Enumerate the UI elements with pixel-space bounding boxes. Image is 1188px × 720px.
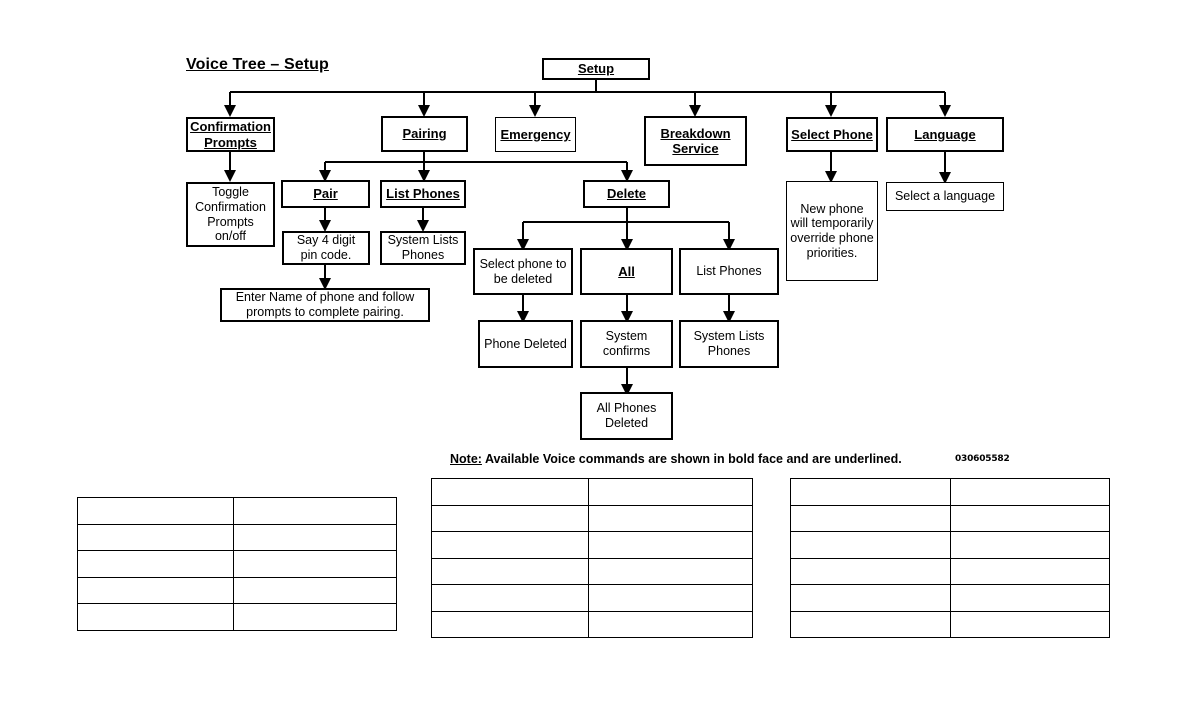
node-select-phone[interactable]: Select Phone: [786, 117, 878, 152]
blank-table-left: [76, 497, 397, 631]
table-body: [430, 478, 753, 638]
node-emergency[interactable]: Emergency: [495, 117, 576, 152]
node-list-phones-delete: List Phones: [679, 248, 779, 295]
table-cell: [790, 478, 951, 506]
table-cell: [76, 523, 235, 551]
table-cell: [430, 584, 590, 612]
node-all-phones-deleted: All Phones Deleted: [580, 392, 673, 440]
node-confirmation-prompts[interactable]: Confirmation Prompts: [186, 117, 275, 152]
table-cell: [76, 550, 235, 578]
table-cell: [949, 584, 1110, 612]
node-delete[interactable]: Delete: [583, 180, 670, 208]
node-select-a-language: Select a language: [886, 182, 1004, 211]
table-cell: [790, 610, 951, 638]
table-cell: [233, 523, 397, 551]
table-cell: [233, 576, 397, 604]
table-row: [790, 610, 1110, 638]
table-cell: [588, 610, 753, 638]
node-phone-deleted: Phone Deleted: [478, 320, 573, 368]
table-row: [430, 504, 753, 532]
node-all[interactable]: All: [580, 248, 673, 295]
table-row: [76, 550, 397, 578]
table-cell: [588, 584, 753, 612]
table-cell: [588, 504, 753, 532]
table-cell: [588, 557, 753, 585]
table-row: [76, 576, 397, 604]
table-row: [790, 531, 1110, 559]
node-toggle-confirmation-prompts: Toggle Confirmation Prompts on/off: [186, 182, 275, 247]
table-row: [430, 531, 753, 559]
table-row: [430, 610, 753, 638]
table-row: [790, 584, 1110, 612]
node-list-phones-pairing[interactable]: List Phones: [380, 180, 466, 208]
legend-note-lead: Note:: [450, 452, 482, 466]
table-cell: [233, 497, 397, 525]
table-cell: [430, 531, 590, 559]
table-cell: [949, 610, 1110, 638]
table-cell: [430, 610, 590, 638]
table-cell: [76, 497, 235, 525]
table-cell: [76, 576, 235, 604]
node-system-lists-phones-delete: System Lists Phones: [679, 320, 779, 368]
table-body: [76, 497, 397, 631]
table-cell: [430, 504, 590, 532]
table-cell: [233, 603, 397, 631]
table-row: [76, 497, 397, 525]
table-body: [790, 478, 1110, 638]
table-row: [76, 603, 397, 631]
node-breakdown-service[interactable]: Breakdown Service: [644, 116, 747, 166]
table-cell: [790, 584, 951, 612]
table-row: [790, 557, 1110, 585]
node-setup[interactable]: Setup: [542, 58, 650, 80]
legend-note-body: Available Voice commands are shown in bo…: [481, 452, 902, 466]
table-row: [430, 478, 753, 506]
table-cell: [949, 557, 1110, 585]
node-pairing[interactable]: Pairing: [381, 116, 468, 152]
table-cell: [430, 478, 590, 506]
blank-table-middle: [430, 478, 753, 638]
node-select-phone-to-be-deleted: Select phone to be deleted: [473, 248, 573, 295]
table-row: [76, 523, 397, 551]
table-cell: [949, 504, 1110, 532]
blank-table-right: [790, 478, 1110, 638]
table-row: [790, 504, 1110, 532]
table-cell: [790, 531, 951, 559]
table-cell: [588, 478, 753, 506]
table-cell: [430, 557, 590, 585]
table-row: [790, 478, 1110, 506]
table-cell: [790, 504, 951, 532]
node-system-confirms: System confirms: [580, 320, 673, 368]
node-enter-name-of-phone: Enter Name of phone and follow prompts t…: [220, 288, 430, 322]
table-row: [430, 584, 753, 612]
legend-note: Note: Available Voice commands are shown…: [450, 452, 902, 466]
table-cell: [790, 557, 951, 585]
node-language[interactable]: Language: [886, 117, 1004, 152]
node-system-lists-phones-pairing: System Lists Phones: [380, 231, 466, 265]
table-cell: [949, 531, 1110, 559]
table-cell: [76, 603, 235, 631]
table-cell: [588, 531, 753, 559]
node-say-4-digit-pin-code: Say 4 digit pin code.: [282, 231, 370, 265]
table-cell: [233, 550, 397, 578]
table-row: [430, 557, 753, 585]
document-code: 030605582: [955, 454, 1010, 464]
node-new-phone-override: New phone will temporarily override phon…: [786, 181, 878, 281]
node-pair[interactable]: Pair: [281, 180, 370, 208]
page-title: Voice Tree – Setup: [186, 56, 329, 73]
table-cell: [949, 478, 1110, 506]
